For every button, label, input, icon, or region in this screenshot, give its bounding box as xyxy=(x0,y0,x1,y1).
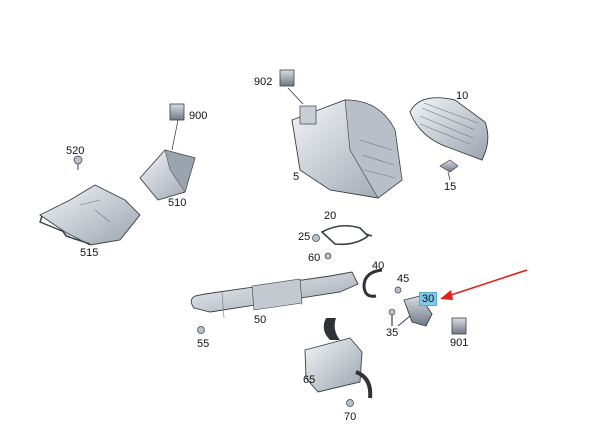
label-5: 5 xyxy=(293,171,300,183)
clip-15 xyxy=(439,159,459,181)
tank-5 xyxy=(291,99,403,199)
clip-900 xyxy=(169,103,185,121)
nut-60 xyxy=(324,252,332,260)
label-35: 35 xyxy=(386,327,399,339)
grille-10 xyxy=(409,97,489,161)
label-30-highlighted: 30 xyxy=(419,292,438,306)
nut-70 xyxy=(346,399,354,407)
control-unit-510 xyxy=(139,119,196,201)
label-15: 15 xyxy=(444,181,457,193)
label-55: 55 xyxy=(197,338,210,350)
label-515: 515 xyxy=(80,247,99,259)
gasket-20 xyxy=(320,224,373,246)
silencer-65 xyxy=(304,318,373,399)
label-65: 65 xyxy=(303,374,316,386)
label-510: 510 xyxy=(168,197,187,209)
label-520: 520 xyxy=(66,145,85,157)
nut-25 xyxy=(312,234,320,242)
bracket-515 xyxy=(39,184,141,246)
bolt-35 xyxy=(388,308,396,326)
clip-902 xyxy=(279,69,304,105)
hose-40 xyxy=(362,268,383,298)
clamp-45 xyxy=(394,286,402,294)
clip-901 xyxy=(451,317,467,335)
exhaust-pipe-50 xyxy=(190,271,359,319)
nut-55 xyxy=(197,326,205,334)
label-901: 901 xyxy=(450,337,469,349)
bolt-520 xyxy=(73,155,83,170)
label-25: 25 xyxy=(298,231,311,243)
label-10: 10 xyxy=(456,90,469,102)
pointer-arrow xyxy=(440,269,528,300)
label-900: 900 xyxy=(189,110,208,122)
label-40: 40 xyxy=(372,260,385,272)
label-45: 45 xyxy=(397,273,410,285)
label-902: 902 xyxy=(254,76,273,88)
label-50: 50 xyxy=(254,314,267,326)
label-20: 20 xyxy=(324,210,337,222)
label-60: 60 xyxy=(308,252,321,264)
label-70: 70 xyxy=(344,411,357,423)
